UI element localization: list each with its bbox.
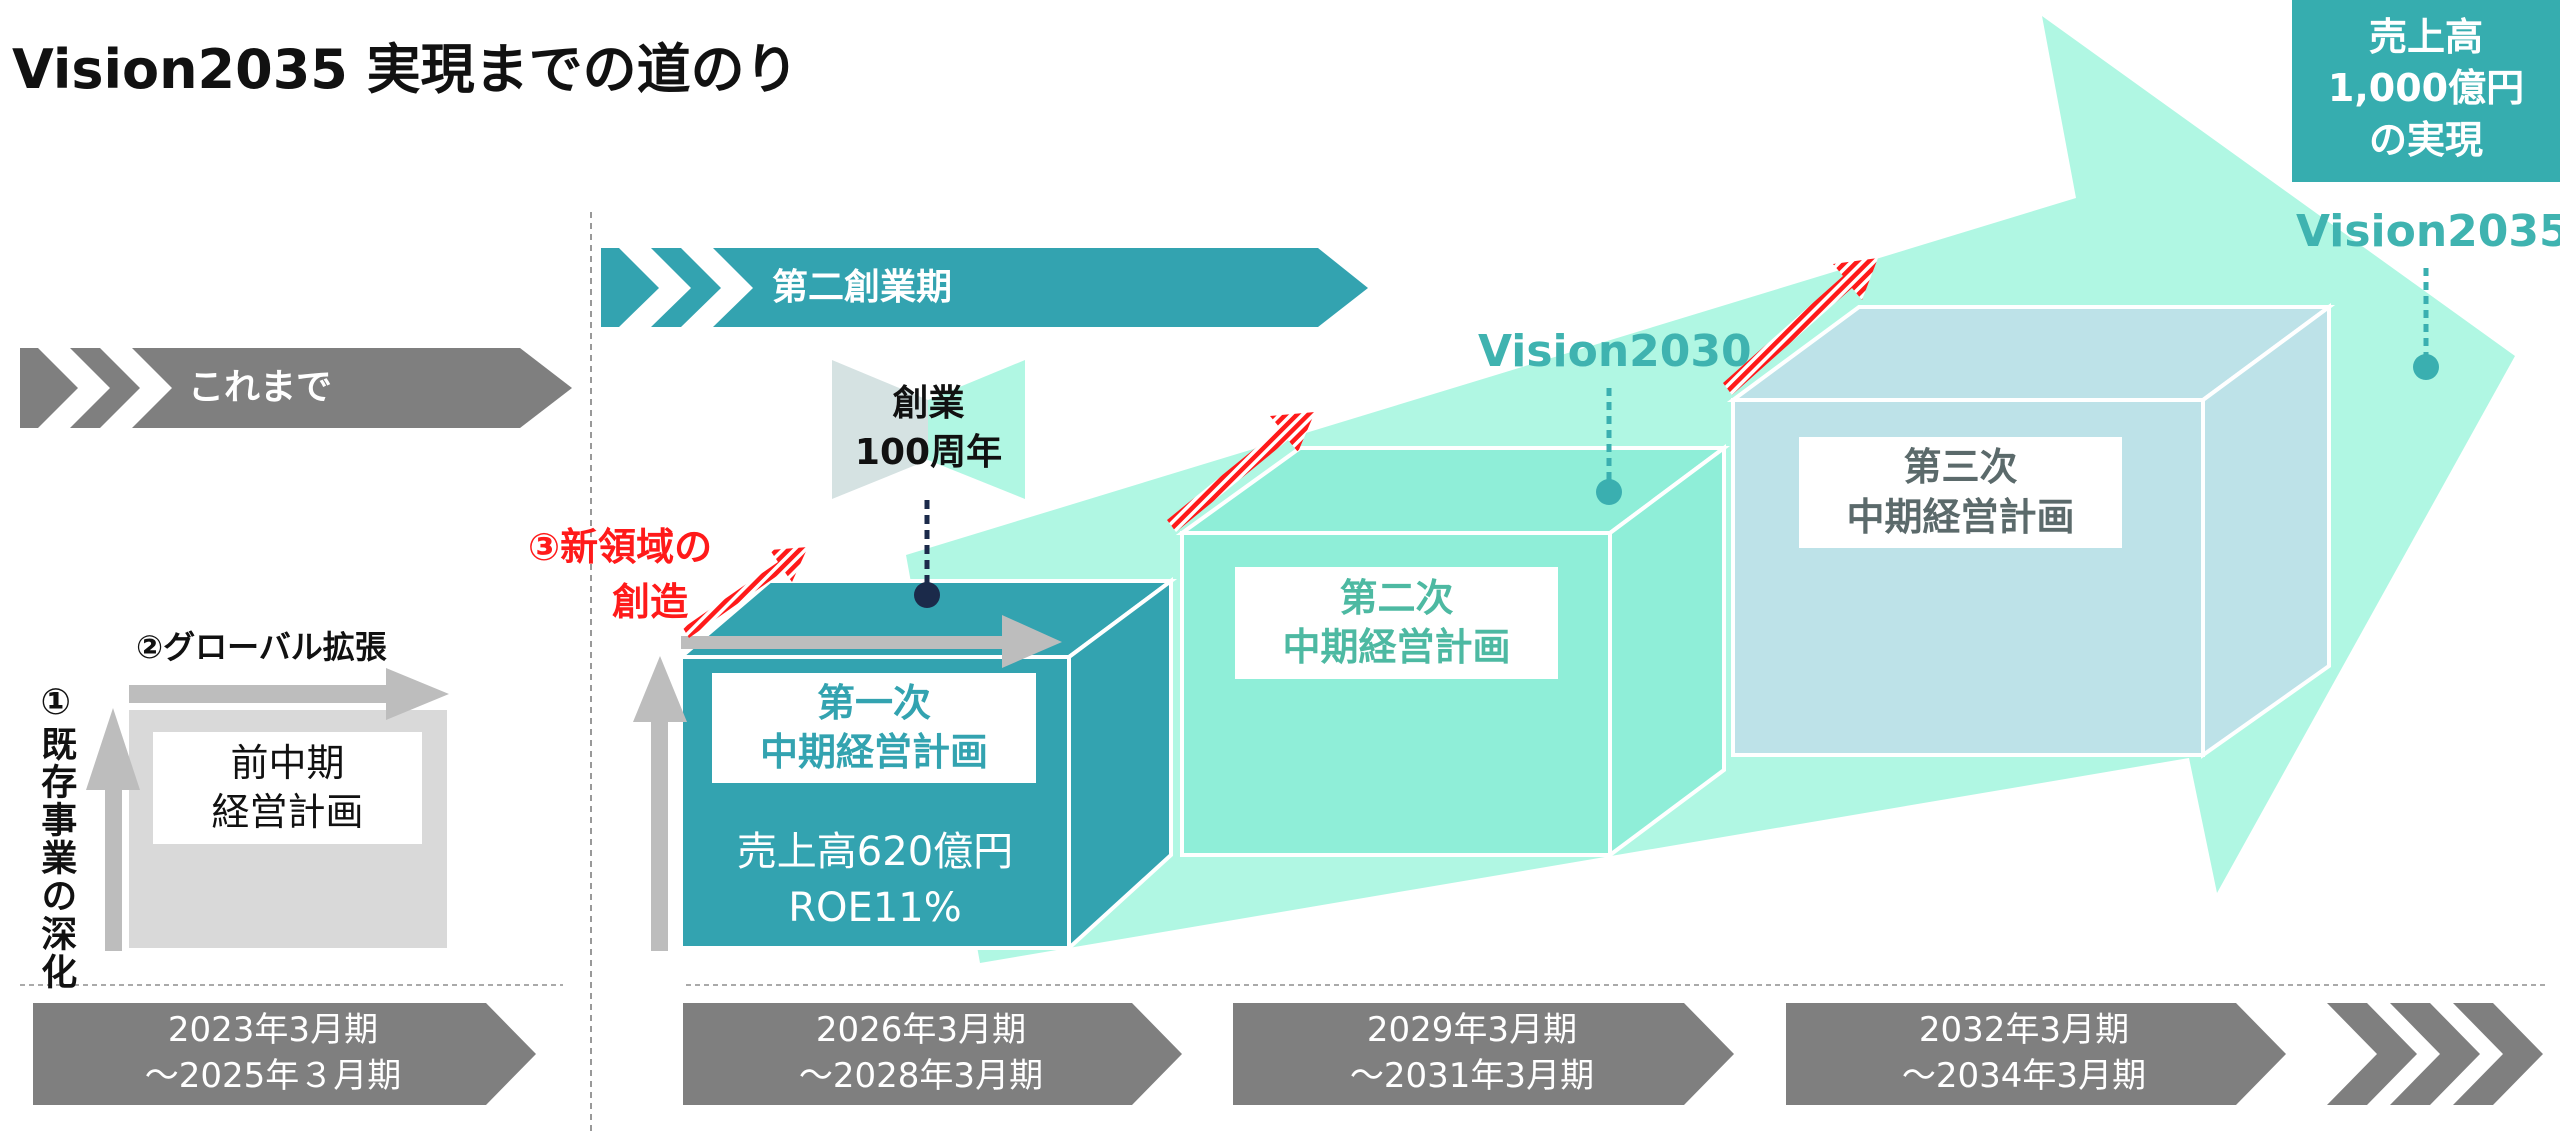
arrow-up-icon	[86, 708, 140, 951]
previous-plan-line1: 前中期	[230, 740, 345, 785]
phase-label-past: これまで	[188, 367, 333, 408]
vision2030-dot-icon	[1596, 479, 1622, 505]
first-plan-label: 第一次 中期経営計画	[712, 673, 1036, 783]
anniversary-marker-left	[832, 360, 928, 499]
period-band-2	[683, 1003, 1182, 1105]
arrow-right-icon	[681, 615, 1062, 668]
period-end: ～2025年３月期	[144, 1055, 402, 1096]
period-band-4	[1786, 1003, 2286, 1105]
vision2030-label: Vision2030	[1478, 326, 1752, 377]
anniversary-label: 創業 100周年	[832, 380, 1025, 477]
first-plan-line1: 第一次	[816, 680, 931, 725]
period-label-2: 2026年3月期 ～2028年3月期	[683, 1008, 1159, 1100]
strategy-new-domains-line1: ③新領域の	[528, 525, 713, 569]
anniversary-line1: 創業	[892, 383, 965, 424]
period-start: 2032年3月期	[1918, 1010, 2130, 1050]
period-label-3: 2029年3月期 ～2031年3月期	[1233, 1008, 1711, 1100]
previous-plan-label: 前中期 経営計画	[153, 732, 422, 844]
previous-plan-line2: 経営計画	[211, 790, 364, 834]
sales-target: 売上高620億円	[736, 829, 1014, 875]
vision2035-dot-icon	[2413, 354, 2439, 380]
period-start: 2029年3月期	[1366, 1010, 1578, 1050]
third-plan-line1: 第三次	[1903, 445, 2018, 490]
second-founding-band	[601, 248, 1368, 327]
goal-label: 売上高 1,000億円 の実現	[2292, 12, 2560, 166]
continuation-chevrons-icon	[2327, 1003, 2543, 1105]
anniversary-line2: 100周年	[854, 431, 1003, 473]
period-band-1	[33, 1003, 536, 1105]
vision2035-label: Vision2035	[2296, 206, 2560, 257]
strategy-global-expansion: ②グローバル拡張	[136, 628, 387, 666]
period-band-3	[1233, 1003, 1734, 1105]
goal-line1: 売上高	[2368, 15, 2483, 59]
first-plan-targets: 売上高620億円 ROE11%	[681, 824, 1069, 936]
goal-line3: の実現	[2368, 117, 2483, 162]
strategy-new-domains: ③新領域の 創造	[528, 520, 712, 630]
period-end: ～2031年3月期	[1349, 1055, 1595, 1096]
second-plan-label: 第二次 中期経営計画	[1235, 567, 1558, 679]
page-title: Vision2035 実現までの道のり	[12, 38, 799, 101]
third-plan-label: 第三次 中期経営計画	[1799, 437, 2122, 548]
first-plan-line2: 中期経営計画	[759, 730, 988, 774]
second-plan-line2: 中期経営計画	[1282, 625, 1511, 669]
past-phase-band	[20, 348, 572, 428]
third-plan-line2: 中期経営計画	[1846, 494, 2075, 539]
anniversary-marker-right	[928, 360, 1025, 499]
period-start: 2023年3月期	[167, 1010, 379, 1050]
period-label-1: 2023年3月期 ～2025年３月期	[33, 1008, 513, 1100]
period-start: 2026年3月期	[815, 1010, 1027, 1050]
phase-label-second-founding: 第二創業期	[772, 267, 953, 308]
anniversary-dot-icon	[914, 582, 940, 608]
period-end: ～2028年3月期	[798, 1055, 1044, 1096]
arrow-up-icon	[633, 656, 687, 951]
second-plan-line1: 第二次	[1339, 575, 1454, 620]
strategy-new-domains-line2: 創造	[612, 580, 689, 625]
red-growth-arrow-icon	[683, 547, 808, 638]
period-label-4: 2032年3月期 ～2034年3月期	[1786, 1008, 2262, 1100]
red-growth-arrow-icon	[1167, 412, 1315, 532]
goal-line2: 1,000億円	[2327, 66, 2525, 111]
period-end: ～2034年3月期	[1901, 1055, 2147, 1096]
red-growth-arrow-icon	[1723, 258, 1878, 395]
arrow-right-icon	[129, 668, 449, 720]
goal-box	[2292, 0, 2560, 182]
roe-target: ROE11%	[788, 885, 962, 931]
strategy-deepen-existing: ①既存事業の深化	[35, 682, 77, 991]
